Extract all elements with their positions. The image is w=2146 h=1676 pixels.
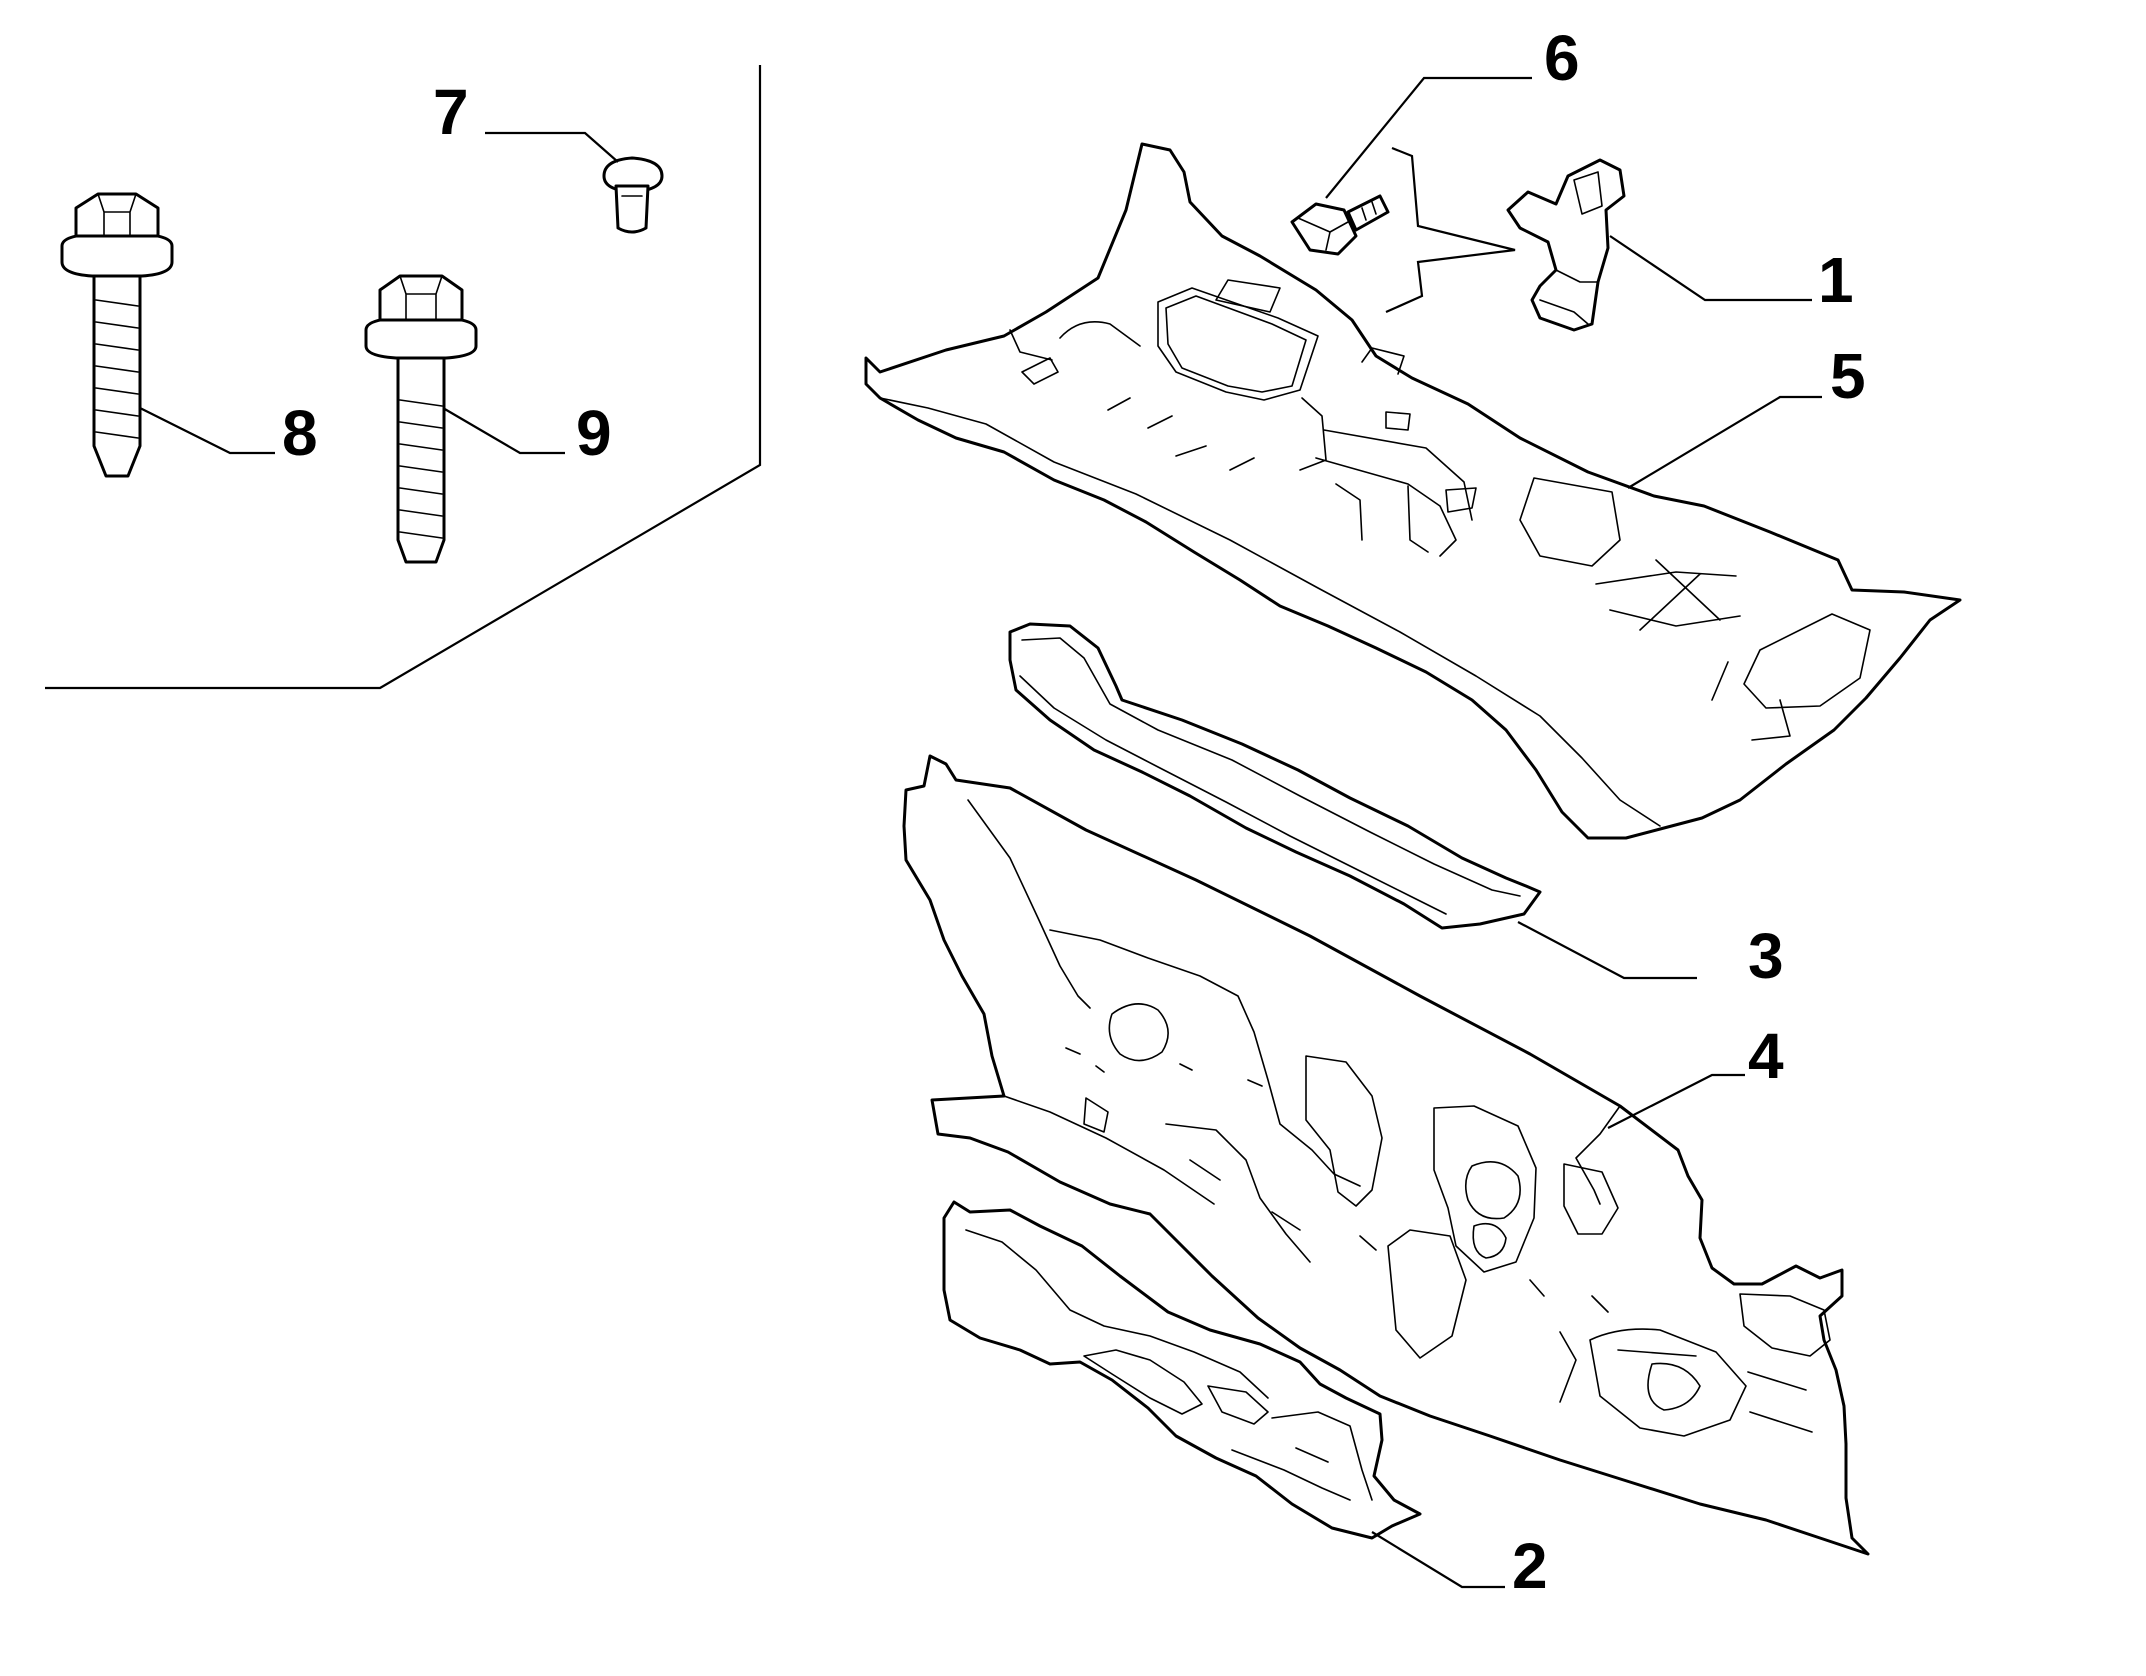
callout-5: 5 (1830, 340, 1866, 412)
part-2-reinforcement[interactable] (942, 1200, 1422, 1540)
callout-8: 8 (282, 397, 318, 469)
callout-1: 1 (1818, 244, 1854, 316)
part-5-cowl-panel[interactable] (864, 142, 1962, 840)
leader-1 (1609, 235, 1812, 302)
part-9-bolt[interactable] (364, 274, 478, 564)
leader-9 (442, 407, 565, 455)
part-1-bracket[interactable] (1506, 158, 1626, 332)
leader-7 (485, 131, 619, 163)
callout-6: 6 (1544, 22, 1580, 94)
part-7-clip[interactable] (602, 156, 664, 234)
leader-kit-bracket (1385, 146, 1516, 314)
leader-3 (1517, 921, 1697, 980)
callout-7: 7 (433, 76, 469, 148)
part-8-bolt[interactable] (60, 192, 174, 478)
callout-4: 4 (1748, 1020, 1784, 1092)
leader-4 (1607, 1073, 1745, 1129)
callout-2: 2 (1512, 1530, 1548, 1602)
part-4-bulkhead[interactable] (902, 754, 1870, 1556)
part-6-screw[interactable] (1290, 194, 1390, 256)
callout-numbers: 1 2 3 4 5 6 7 8 9 (282, 22, 1866, 1602)
leader-6 (1325, 76, 1532, 199)
callout-9: 9 (576, 397, 612, 469)
leader-lines (139, 76, 1822, 1589)
leader-5 (1627, 395, 1822, 489)
callout-3: 3 (1748, 920, 1784, 992)
part-3-seal[interactable] (1008, 622, 1542, 930)
leader-2 (1371, 1531, 1505, 1589)
kit-boundary (45, 65, 762, 690)
leader-8 (139, 407, 275, 455)
